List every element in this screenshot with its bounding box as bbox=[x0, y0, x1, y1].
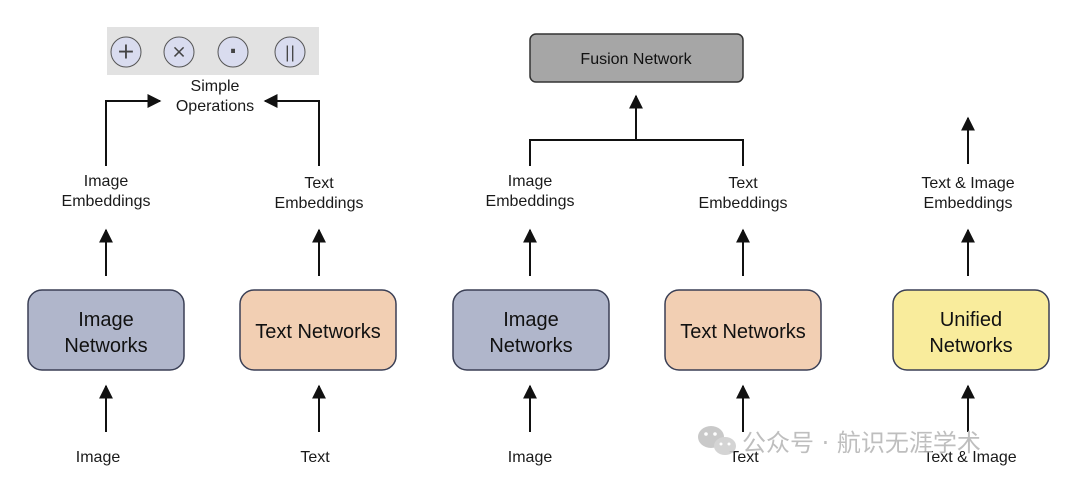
fusion-image-embeddings-line2: Embeddings bbox=[486, 193, 575, 210]
fusion-text-embeddings-line2: Embeddings bbox=[699, 195, 788, 212]
svg-text:+: + bbox=[117, 40, 135, 65]
svg-text:·: · bbox=[229, 40, 237, 65]
image-networks-box: Image Networks bbox=[27, 289, 185, 371]
fusion-text-networks-box: Text Networks bbox=[664, 289, 822, 371]
text-networks-box: Text Networks bbox=[239, 289, 397, 371]
panel-simple-operations: + × · || Simple Operations Image Embeddi… bbox=[27, 27, 397, 466]
fusion-image-input-label: Image bbox=[508, 449, 553, 466]
svg-text:×: × bbox=[171, 42, 186, 63]
unified-input-label: Text & Image bbox=[923, 449, 1016, 466]
fusion-text-networks-label: Text Networks bbox=[680, 321, 806, 343]
image-networks-line2: Networks bbox=[64, 335, 147, 357]
panel-unified-networks: Text & Image Embeddings Unified Networks… bbox=[892, 116, 1050, 466]
image-embeddings-label-line2: Embeddings bbox=[62, 193, 151, 210]
fusion-image-embeddings-line1: Image bbox=[508, 173, 553, 190]
panel-fusion-network: Fusion Network Image Embeddings Text Emb… bbox=[452, 33, 822, 466]
fusion-image-networks-line1: Image bbox=[503, 309, 559, 331]
fusion-text-embeddings-line1: Text bbox=[728, 175, 758, 192]
unified-networks-line2: Networks bbox=[929, 335, 1012, 357]
fusion-network-label: Fusion Network bbox=[580, 51, 692, 68]
fusion-image-networks-box: Image Networks bbox=[452, 289, 610, 371]
text-embeddings-label-line2: Embeddings bbox=[275, 195, 364, 212]
embeddings-merge-bracket bbox=[529, 139, 744, 166]
text-input-label: Text bbox=[300, 449, 330, 466]
text-to-operations-arrow bbox=[263, 94, 320, 166]
fusion-image-networks-line2: Networks bbox=[489, 335, 572, 357]
text-embeddings-label-line1: Text bbox=[304, 175, 334, 192]
unified-embeddings-line1: Text & Image bbox=[921, 175, 1014, 192]
unified-networks-line1: Unified bbox=[940, 309, 1002, 331]
concat-icon: || bbox=[274, 36, 306, 68]
watermark: 公众号 · 航识无涯学术 bbox=[698, 426, 981, 457]
plus-icon: + bbox=[110, 36, 142, 68]
watermark-text: 公众号 · 航识无涯学术 bbox=[742, 429, 981, 457]
image-networks-line1: Image bbox=[78, 309, 134, 331]
image-to-operations-arrow bbox=[105, 94, 162, 166]
image-input-label: Image bbox=[76, 449, 121, 466]
image-embeddings-label-line1: Image bbox=[84, 173, 129, 190]
fusion-text-input-label: Text bbox=[729, 449, 759, 466]
times-icon: × bbox=[163, 36, 195, 68]
wechat-icon bbox=[698, 426, 736, 455]
unified-networks-box: Unified Networks bbox=[892, 289, 1050, 371]
unified-embeddings-line2: Embeddings bbox=[924, 195, 1013, 212]
fusion-network-box: Fusion Network bbox=[529, 33, 744, 83]
text-networks-label: Text Networks bbox=[255, 321, 381, 343]
svg-text:||: || bbox=[285, 43, 296, 62]
operations-label-line1: Simple bbox=[191, 78, 240, 95]
operations-label-line2: Operations bbox=[176, 98, 254, 115]
dot-icon: · bbox=[217, 36, 249, 68]
